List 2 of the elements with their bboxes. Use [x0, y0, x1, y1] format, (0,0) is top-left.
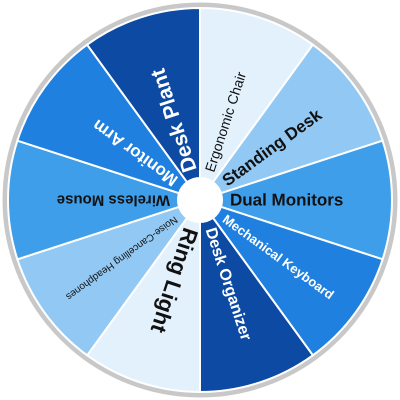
segment-label: Dual Monitors — [230, 190, 344, 210]
segment-label: Wireless Mouse — [56, 192, 170, 208]
